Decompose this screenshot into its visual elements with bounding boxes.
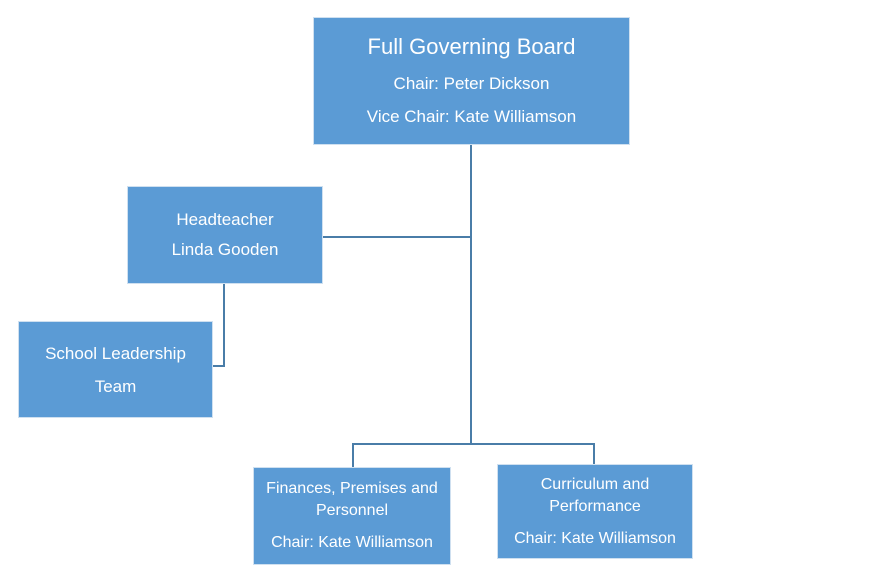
slt-title: School Leadership Team <box>45 343 186 396</box>
node-full-governing-board: Full Governing Board Chair: Peter Dickso… <box>313 17 630 145</box>
connector-drop-to-curriculum <box>593 443 595 465</box>
node-finances-premises-personnel: Finances, Premises and Personnel Chair: … <box>253 467 451 565</box>
connector-drop-to-finances <box>352 443 354 468</box>
connector-committees-crossbar <box>352 443 595 445</box>
board-title: Full Governing Board <box>367 33 576 59</box>
finances-title: Finances, Premises and Personnel <box>266 480 438 519</box>
board-chair: Chair: Peter Dickson <box>393 73 550 93</box>
connector-headteacher-to-slt <box>212 365 225 367</box>
board-vice-chair: Vice Chair: Kate Williamson <box>366 106 577 126</box>
connector-board-vertical <box>470 145 472 445</box>
connector-board-to-headteacher <box>322 236 470 238</box>
connector-headteacher-down <box>223 284 225 367</box>
curriculum-chair: Chair: Kate Williamson <box>514 529 676 547</box>
node-school-leadership-team: School Leadership Team <box>18 321 213 418</box>
node-curriculum-performance: Curriculum and Performance Chair: Kate W… <box>497 464 693 559</box>
finances-chair: Chair: Kate Williamson <box>271 534 433 551</box>
curriculum-title: Curriculum and Performance <box>540 475 650 515</box>
headteacher-name: Linda Gooden <box>171 240 279 259</box>
headteacher-title: Headteacher <box>176 210 274 229</box>
node-headteacher: Headteacher Linda Gooden <box>127 186 323 284</box>
